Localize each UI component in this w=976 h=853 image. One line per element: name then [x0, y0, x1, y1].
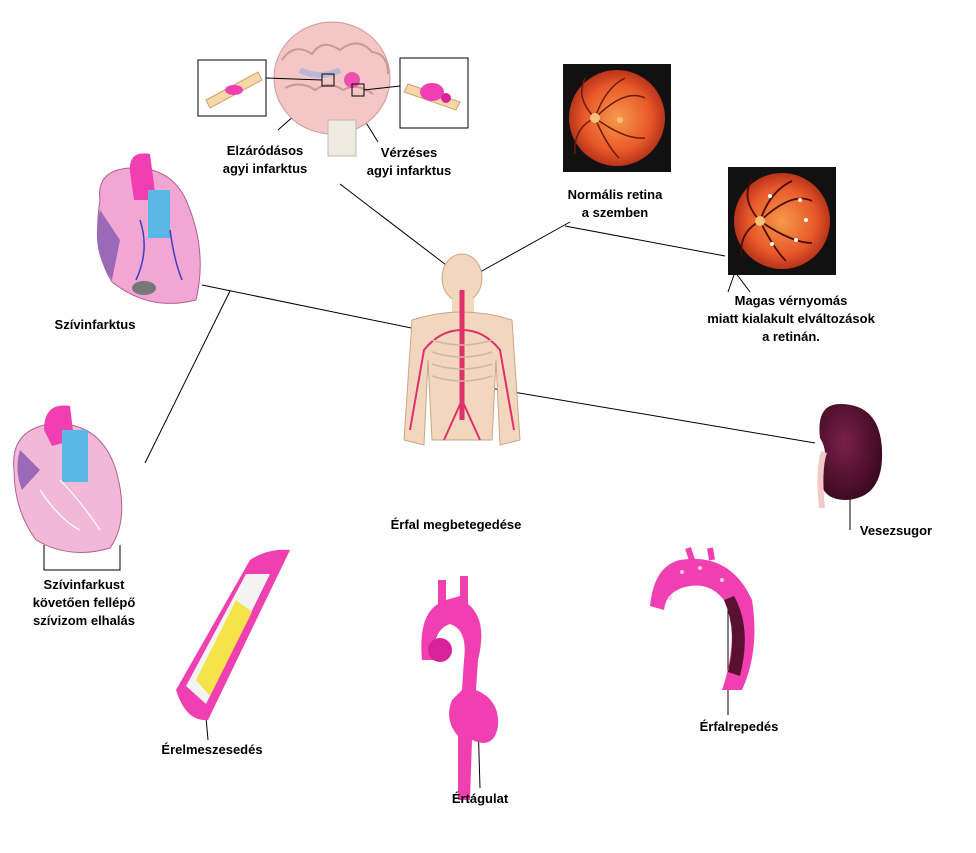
line-hypertensive-retina: [565, 226, 725, 256]
label-atherosclerosis-text: Érelmeszesedés: [148, 741, 276, 759]
dissection-illustration: [650, 548, 754, 690]
label-myocardial-infarction: Szívinfarktus: [40, 316, 150, 334]
normal-retina-illustration: [563, 64, 671, 172]
label-hemorrhagic-line-2: agyi infarktus: [350, 162, 468, 180]
label-myocardial-text: Szívinfarktus: [40, 316, 150, 334]
label-dissection-text: Érfalrepedés: [684, 718, 794, 736]
label-occlusive-line-2: agyi infarktus: [206, 160, 324, 178]
label-normal-retina-line-1: Normális retina: [550, 186, 680, 204]
line-heart-lower-heart: [145, 291, 230, 463]
label-post-line-3: szívizom elhalás: [14, 612, 154, 630]
label-kidney: Vesezsugor: [846, 522, 946, 540]
label-aneurysm-text: Értágulat: [440, 790, 520, 808]
line-normal-retina-body: [480, 222, 570, 272]
label-normal-retina: Normális retina a szemben: [550, 186, 680, 222]
label-atherosclerosis: Érelmeszesedés: [148, 741, 276, 759]
label-hypertensive-line-2: miatt kialakult elváltozások: [686, 310, 896, 328]
label-post-line-2: követően fellépő: [14, 594, 154, 612]
atherosclerosis-illustration: [176, 550, 290, 720]
line-body-kidney: [478, 386, 815, 443]
kidney-illustration: [819, 404, 882, 508]
label-vessel-wall-text: Érfal megbetegedése: [366, 516, 546, 534]
label-dissection: Érfalrepedés: [684, 718, 794, 736]
label-hemorrhagic-infarct: Vérzéses agyi infarktus: [350, 144, 468, 180]
label-normal-retina-line-2: a szemben: [550, 204, 680, 222]
label-hypertensive-retina: Magas vérnyomás miatt kialakult elváltoz…: [686, 292, 896, 346]
line-brain-body: [340, 184, 450, 268]
label-hemorrhagic-line-1: Vérzéses: [350, 144, 468, 162]
human-body-illustration: [404, 254, 520, 445]
aneurysm-illustration: [421, 576, 498, 800]
label-kidney-text: Vesezsugor: [846, 522, 946, 540]
hypertensive-retina-illustration: [728, 167, 836, 275]
label-post-line-1: Szívinfarkust: [14, 576, 154, 594]
heart-illustration: [97, 153, 200, 303]
label-hypertensive-line-1: Magas vérnyomás: [686, 292, 896, 310]
label-occlusive-line-1: Elzáródásos: [206, 142, 324, 160]
label-aneurysm: Értágulat: [440, 790, 520, 808]
label-hypertensive-line-3: a retinán.: [686, 328, 896, 346]
label-vessel-wall-disease: Érfal megbetegedése: [366, 516, 546, 534]
label-post-infarction: Szívinfarkust követően fellépő szívizom …: [14, 576, 154, 630]
post-infarction-heart-illustration: [14, 406, 122, 553]
label-occlusive-infarct: Elzáródásos agyi infarktus: [206, 142, 324, 178]
